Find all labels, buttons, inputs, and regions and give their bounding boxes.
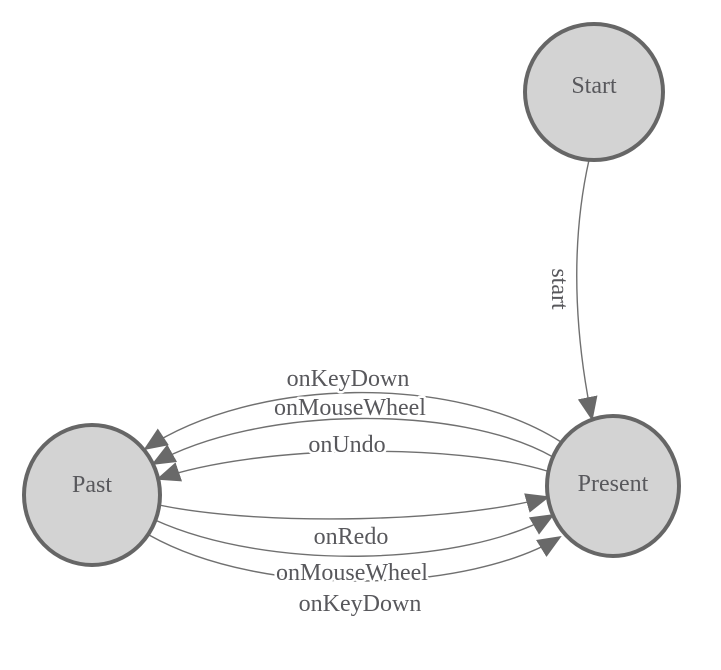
edge-present-to-past-onundo-path [156, 450, 548, 482]
state-node-past-circle [22, 423, 162, 567]
state-node-start: Start [523, 22, 665, 162]
state-node-past: Past [22, 423, 162, 567]
edge-past-to-present-onmousewheel-path [154, 513, 555, 557]
state-node-past-label: Past [72, 472, 112, 498]
edge-label-onmousewheel-top: onMouseWheel [274, 395, 426, 421]
edge-start-to-present-path [576, 159, 598, 421]
edge-label-onundo: onUndo [308, 432, 385, 458]
edge-label-onkeydown-bottom: onKeyDown [299, 591, 422, 617]
edges-layer [143, 159, 598, 582]
state-node-present-label: Present [578, 471, 649, 497]
state-node-start-label: Start [571, 73, 617, 99]
edge-label-onredo: onRedo [314, 524, 389, 550]
edge-label-start: start [546, 268, 572, 310]
state-node-present: Present [545, 414, 681, 558]
edge-past-to-present-onkeydown-path [148, 534, 562, 582]
edge-label-onkeydown-top: onKeyDown [287, 366, 410, 392]
edge-label-onmousewheel-bottom: onMouseWheel [276, 560, 428, 586]
edge-present-to-past-onmousewheel-path [151, 417, 554, 465]
state-node-present-circle [545, 414, 681, 558]
edge-present-to-past-onkeydown-path [143, 391, 562, 451]
edge-labels-layer: start onKeyDown onMouseWheel onUndo onRe… [272, 266, 575, 620]
state-node-start-circle [523, 22, 665, 162]
edge-past-to-present-onredo-path [158, 493, 550, 520]
